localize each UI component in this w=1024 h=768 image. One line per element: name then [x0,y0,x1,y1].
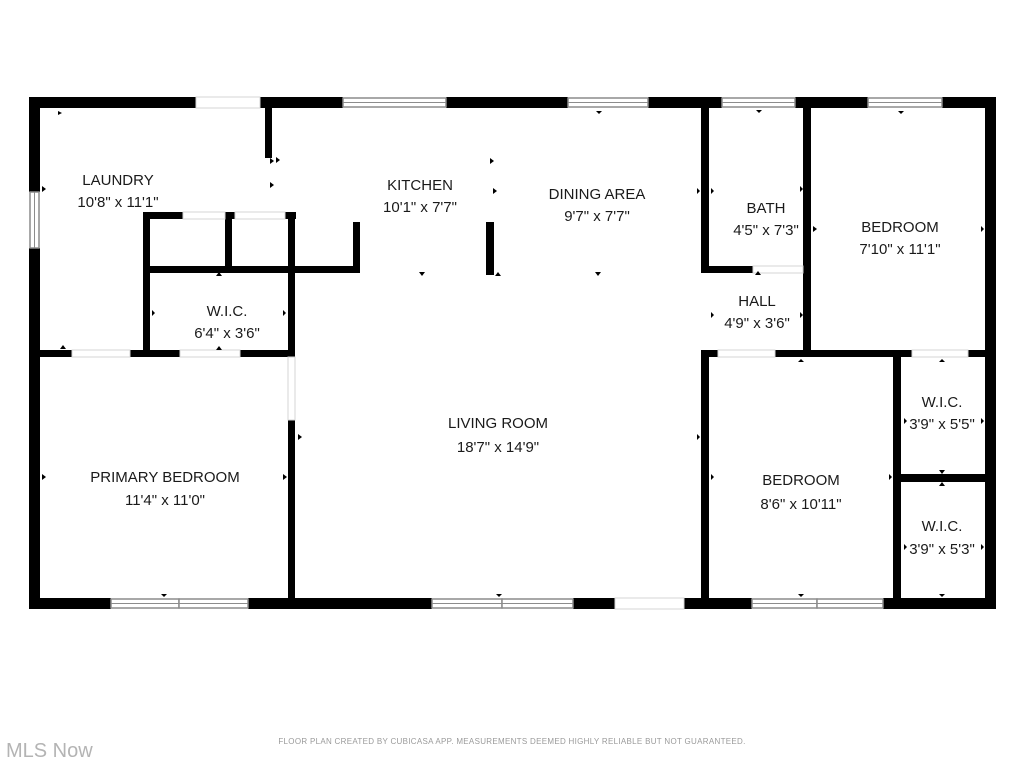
floor-plan-disclaimer: FLOOR PLAN CREATED BY CUBICASA APP. MEAS… [278,737,746,746]
room-size: 6'4" x 3'6" [194,325,260,342]
room-hall: HALL 4'9" x 3'6" [724,293,790,332]
room-name: BATH [747,200,786,217]
room-dining-area: DINING AREA 9'7" x 7'7" [549,186,646,225]
walls [29,97,996,609]
window-mullions [34,102,942,604]
room-name: KITCHEN [387,177,453,194]
room-name: PRIMARY BEDROOM [90,469,239,486]
room-size: 3'9" x 5'5" [909,416,975,433]
room-bedroom-northeast: BEDROOM 7'10" x 11'1" [859,219,940,258]
room-name: LAUNDRY [82,172,153,189]
room-size: 4'5" x 7'3" [733,222,799,239]
room-size: 18'7" x 14'9" [457,439,539,456]
room-size: 4'9" x 3'6" [724,315,790,332]
room-living-room: LIVING ROOM 18'7" x 14'9" [448,415,548,456]
room-bedroom-southeast: BEDROOM 8'6" x 10'11" [760,472,841,513]
room-name: BEDROOM [762,472,840,489]
room-name: BEDROOM [861,219,939,236]
room-size: 8'6" x 10'11" [760,496,841,513]
room-name: LIVING ROOM [448,415,548,432]
dimension-markers [42,110,984,597]
room-size: 11'4" x 11'0" [125,492,205,509]
room-primary-bedroom: PRIMARY BEDROOM 11'4" x 11'0" [90,469,239,509]
room-size: 7'10" x 11'1" [859,241,940,258]
room-wic-top-right: W.I.C. 3'9" x 5'5" [909,394,975,433]
room-size: 10'1" x 7'7" [383,199,457,216]
room-name: W.I.C. [207,303,248,320]
room-wic-bottom-right: W.I.C. 3'9" x 5'3" [909,518,975,558]
room-size: 3'9" x 5'3" [909,541,975,558]
room-kitchen: KITCHEN 10'1" x 7'7" [383,177,457,216]
mls-watermark: MLS Now [6,740,93,762]
door-openings [71,96,969,610]
room-name: W.I.C. [922,518,963,535]
room-name: HALL [738,293,776,310]
room-name: W.I.C. [922,394,963,411]
room-name: DINING AREA [549,186,646,203]
room-size: 9'7" x 7'7" [564,208,630,225]
room-size: 10'8" x 11'1" [77,194,158,211]
room-laundry: LAUNDRY 10'8" x 11'1" [77,172,158,211]
room-wic-left: W.I.C. 6'4" x 3'6" [194,303,260,342]
room-bath: BATH 4'5" x 7'3" [733,200,799,239]
